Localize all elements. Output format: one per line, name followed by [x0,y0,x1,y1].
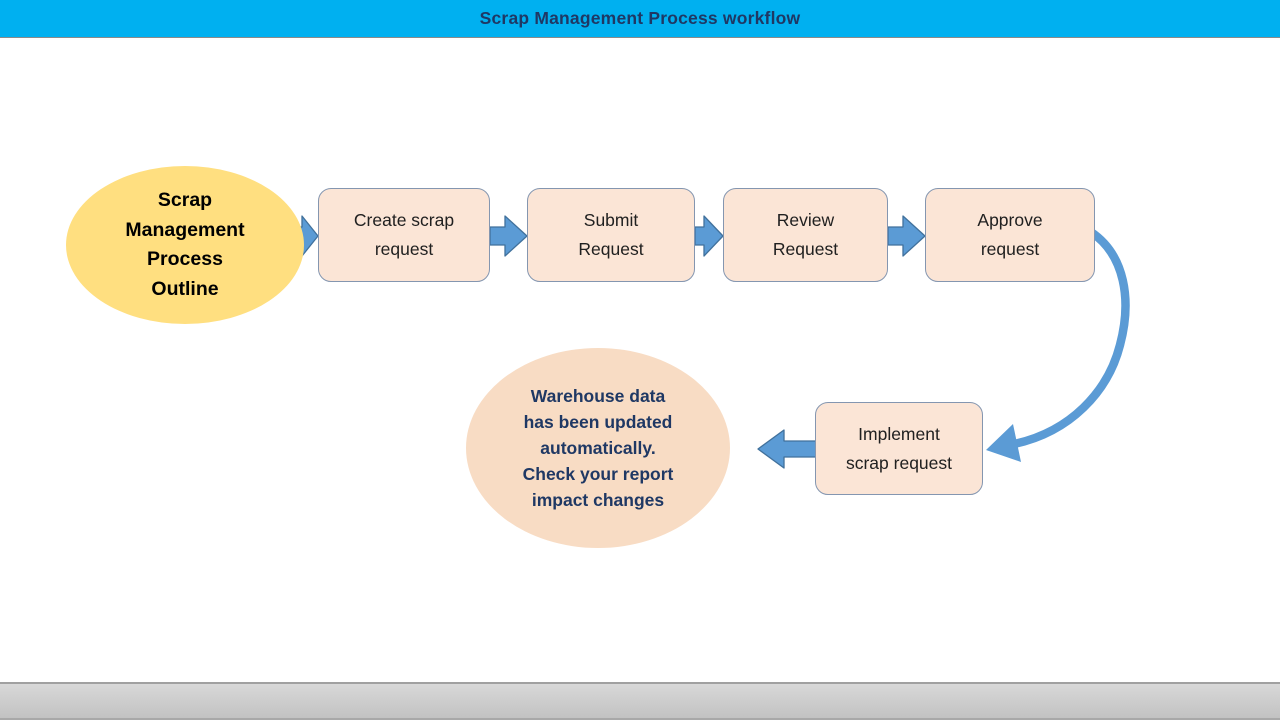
title-bar: Scrap Management Process workflow [0,0,1280,38]
step-box-review-request: Review Request [723,188,888,282]
arrow-right-icon-review-to-approve [887,215,926,257]
step-label: Review Request [772,210,839,259]
arrow-right-icon-submit-to-review [694,215,724,257]
end-node-ellipse: Warehouse data has been updated automati… [466,348,730,548]
step-label: Create scrap request [353,210,455,259]
step-box-approve-request: Approve request [925,188,1095,282]
step-label: Submit Request [578,210,644,259]
slide-title: Scrap Management Process workflow [479,8,801,28]
footer-bar [0,682,1280,720]
start-node-label: Scrap Management Process Outline [125,189,245,300]
step-box-submit-request: Submit Request [527,188,695,282]
curved-arrowhead-icon [986,424,1021,462]
start-node-ellipse: Scrap Management Process Outline [66,166,304,324]
arrow-left-icon-implement-to-result [757,429,817,469]
end-node-label: Warehouse data has been updated automati… [522,386,674,510]
step-box-create-scrap-request: Create scrap request [318,188,490,282]
step-box-implement-scrap-request: Implement scrap request [815,402,983,495]
step-label: Implement scrap request [845,423,953,473]
arrow-right-icon-create-to-submit [489,215,528,257]
step-label: Approve request [977,210,1043,259]
